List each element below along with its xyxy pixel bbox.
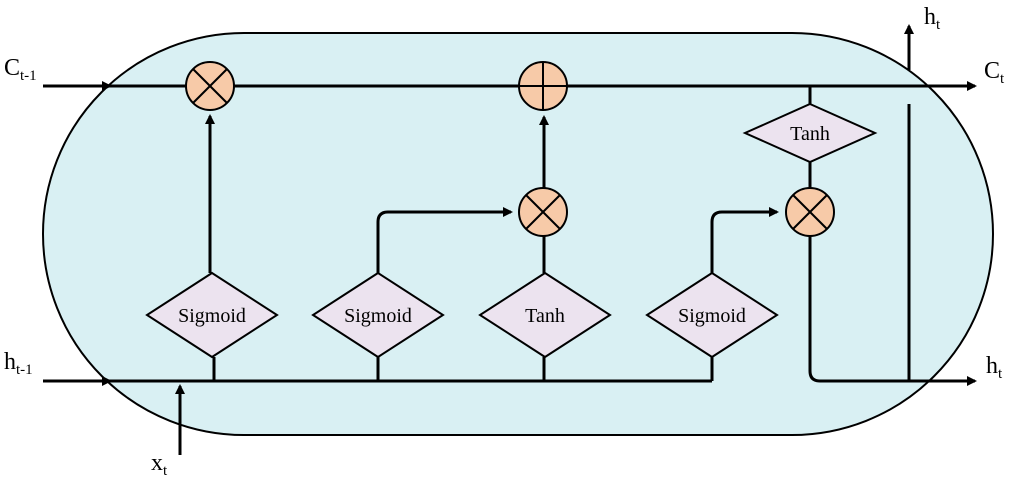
input-gate: Sigmoid	[311, 271, 445, 359]
forget-gate-label: Sigmoid	[178, 305, 246, 327]
hidden-output-path	[808, 236, 977, 386]
c-prev-label: Ct-1	[4, 55, 37, 84]
h-output-top-label: ht	[924, 4, 941, 33]
h-next-label: ht	[986, 353, 1003, 382]
output-gate-arrow	[710, 207, 779, 273]
output-gate-label: Sigmoid	[678, 305, 746, 327]
cell-tanh-gate-label: Tanh	[790, 123, 830, 145]
input-gate-arrow	[376, 207, 513, 273]
h-prev-label: ht-1	[4, 349, 33, 378]
cell-body	[42, 32, 994, 436]
c-next-label: Ct	[984, 58, 1005, 87]
candidate-gate-label: Tanh	[525, 305, 565, 327]
output-gate: Sigmoid	[645, 271, 779, 359]
input-gate-label: Sigmoid	[344, 305, 412, 327]
x-input-label: xt	[151, 450, 168, 479]
cell-tanh-gate: Tanh	[742, 102, 878, 164]
output-multiply-op	[785, 187, 835, 237]
forget-multiply-op	[185, 61, 235, 111]
input-multiply-op	[518, 187, 568, 237]
cell-add-op	[518, 61, 568, 111]
candidate-gate: Tanh	[478, 271, 612, 359]
forget-gate: Sigmoid	[145, 271, 279, 359]
